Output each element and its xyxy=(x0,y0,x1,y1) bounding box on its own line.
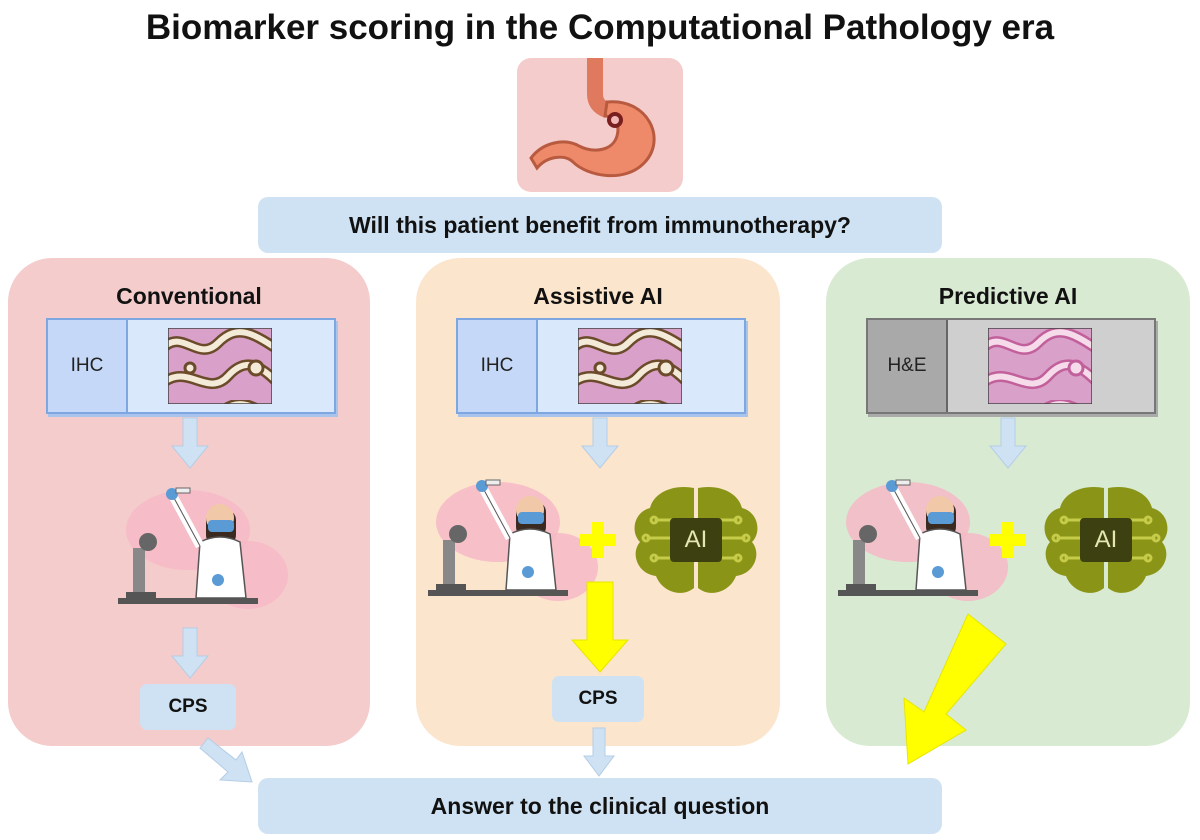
ai-chip-label: AI xyxy=(684,526,708,553)
diagonal-arrow-icon xyxy=(199,737,253,783)
down-arrow-icon xyxy=(580,417,620,469)
pathologist-illustration xyxy=(828,472,988,602)
ai-brain-icon: AI xyxy=(1034,480,1178,600)
cps-box-conventional: CPS xyxy=(140,684,236,730)
slide-he-predictive: H&E xyxy=(866,318,1156,414)
stomach-icon xyxy=(529,58,656,178)
tissue-ihc-image xyxy=(578,328,682,404)
plus-icon xyxy=(990,522,1026,558)
tissue-ihc-image xyxy=(168,328,272,404)
answer-box: Answer to the clinical question xyxy=(258,778,942,834)
question-box: Will this patient benefit from immunothe… xyxy=(258,197,942,253)
tissue-he-image xyxy=(988,328,1092,404)
stomach-illustration xyxy=(517,58,683,192)
slide-label: H&E xyxy=(868,320,948,412)
ai-chip-label: AI xyxy=(1094,526,1118,553)
slide-label: IHC xyxy=(48,320,128,412)
ai-diagonal-arrow-icon xyxy=(903,613,1007,765)
cps-box-assistive: CPS xyxy=(552,676,644,722)
ai-brain-icon: AI xyxy=(624,480,768,600)
down-arrow-icon xyxy=(583,727,615,777)
panel-title-assistive: Assistive AI xyxy=(533,283,663,309)
diagram-title: Biomarker scoring in the Computational P… xyxy=(145,8,1055,47)
down-arrow-icon xyxy=(170,627,210,679)
ai-down-arrow-icon xyxy=(570,581,630,673)
pathologist-illustration xyxy=(108,480,268,610)
slide-ihc-assistive: IHC xyxy=(456,318,746,414)
panel-title-predictive: Predictive AI xyxy=(938,283,1078,309)
slide-ihc-conventional: IHC xyxy=(46,318,336,414)
plus-icon xyxy=(580,522,616,558)
pathologist-illustration xyxy=(418,472,578,602)
down-arrow-icon xyxy=(988,417,1028,469)
panel-title-conventional: Conventional xyxy=(116,283,262,309)
down-arrow-icon xyxy=(170,417,210,469)
slide-label: IHC xyxy=(458,320,538,412)
